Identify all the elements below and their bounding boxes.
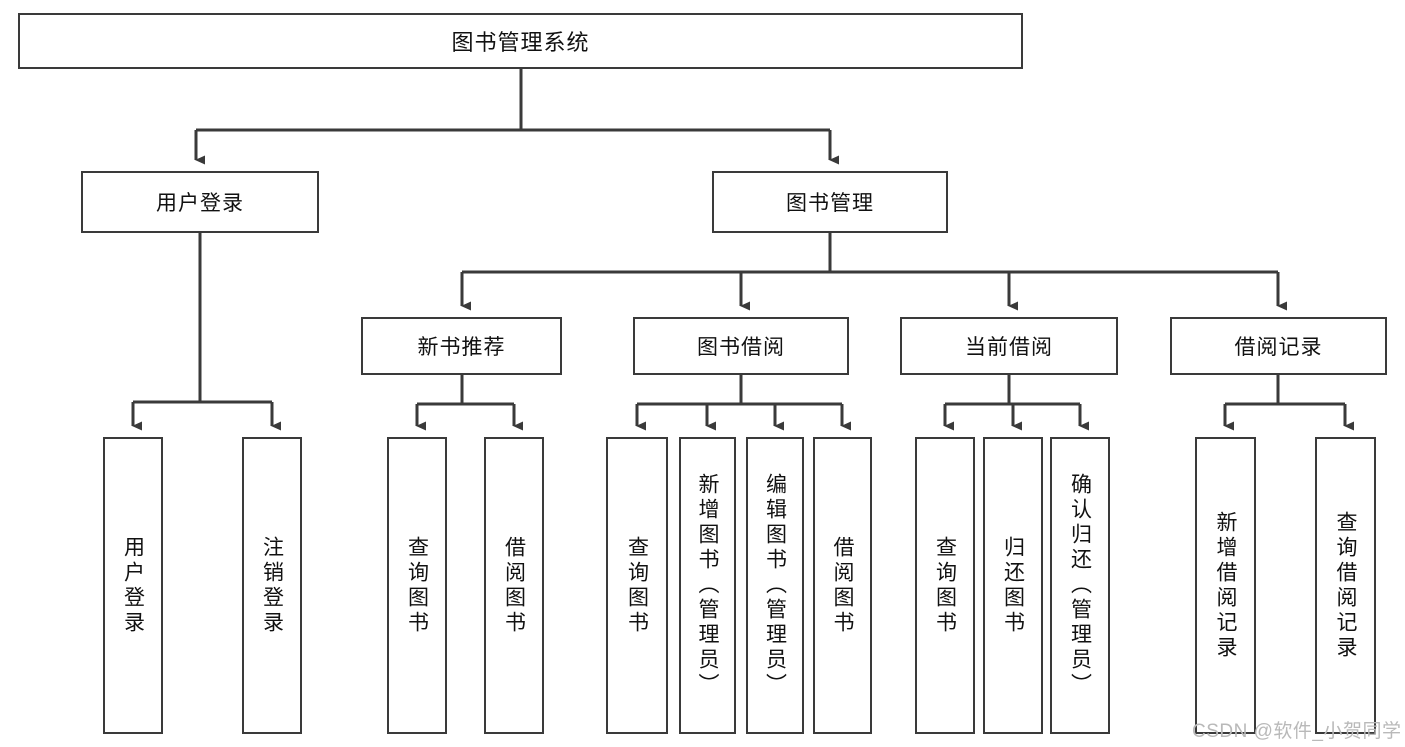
node-book-borrow[interactable]: 图书借阅 bbox=[633, 317, 849, 375]
node-label: 用户登录 bbox=[121, 535, 145, 636]
node-label: 归还图书 bbox=[1001, 535, 1025, 636]
node-label: 查询借阅记录 bbox=[1334, 510, 1357, 661]
node-leaf-confirm-return[interactable]: 确认归还（管理员） bbox=[1050, 437, 1110, 734]
node-leaf-add-record[interactable]: 新增借阅记录 bbox=[1195, 437, 1256, 734]
node-leaf-query-record[interactable]: 查询借阅记录 bbox=[1315, 437, 1376, 734]
node-leaf-logout[interactable]: 注销登录 bbox=[242, 437, 302, 734]
node-root[interactable]: 图书管理系统 bbox=[18, 13, 1023, 69]
node-label: 当前借阅 bbox=[965, 336, 1053, 359]
node-label: 借阅图书 bbox=[831, 535, 854, 636]
node-leaf-edit-book[interactable]: 编辑图书（管理员） bbox=[746, 437, 804, 734]
node-book-manage[interactable]: 图书管理 bbox=[712, 171, 948, 233]
node-leaf-query-book-cur[interactable]: 查询图书 bbox=[915, 437, 975, 734]
node-user-login[interactable]: 用户登录 bbox=[81, 171, 319, 233]
node-leaf-return-book[interactable]: 归还图书 bbox=[983, 437, 1043, 734]
node-leaf-query-book-rec[interactable]: 查询图书 bbox=[387, 437, 447, 734]
node-label: 查询图书 bbox=[933, 535, 957, 636]
csdn-watermark: CSDN @软件_小贺同学 bbox=[1192, 721, 1402, 742]
node-label: 新增借阅记录 bbox=[1214, 510, 1237, 661]
node-leaf-borrow-book-bor[interactable]: 借阅图书 bbox=[813, 437, 872, 734]
node-label: 借阅图书 bbox=[502, 535, 526, 636]
node-label: 图书管理系统 bbox=[451, 30, 590, 55]
node-label: 确认归还（管理员） bbox=[1068, 473, 1092, 698]
node-leaf-borrow-book-rec[interactable]: 借阅图书 bbox=[484, 437, 544, 734]
node-leaf-add-book[interactable]: 新增图书（管理员） bbox=[679, 437, 736, 734]
node-label: 编辑图书（管理员） bbox=[763, 473, 787, 698]
node-label: 借阅记录 bbox=[1234, 336, 1323, 359]
node-label: 新增图书（管理员） bbox=[696, 473, 719, 698]
node-label: 查询图书 bbox=[405, 535, 429, 636]
node-label: 图书借阅 bbox=[697, 336, 785, 359]
node-label: 图书管理 bbox=[786, 192, 874, 215]
node-new-book-rec[interactable]: 新书推荐 bbox=[361, 317, 562, 375]
node-current-borrow[interactable]: 当前借阅 bbox=[900, 317, 1118, 375]
node-leaf-query-book-bor[interactable]: 查询图书 bbox=[606, 437, 668, 734]
node-label: 注销登录 bbox=[260, 535, 284, 636]
node-leaf-user-login[interactable]: 用户登录 bbox=[103, 437, 163, 734]
node-borrow-record[interactable]: 借阅记录 bbox=[1170, 317, 1387, 375]
node-label: 用户登录 bbox=[156, 192, 244, 215]
node-label: 新书推荐 bbox=[417, 336, 506, 359]
node-label: 查询图书 bbox=[625, 535, 649, 636]
